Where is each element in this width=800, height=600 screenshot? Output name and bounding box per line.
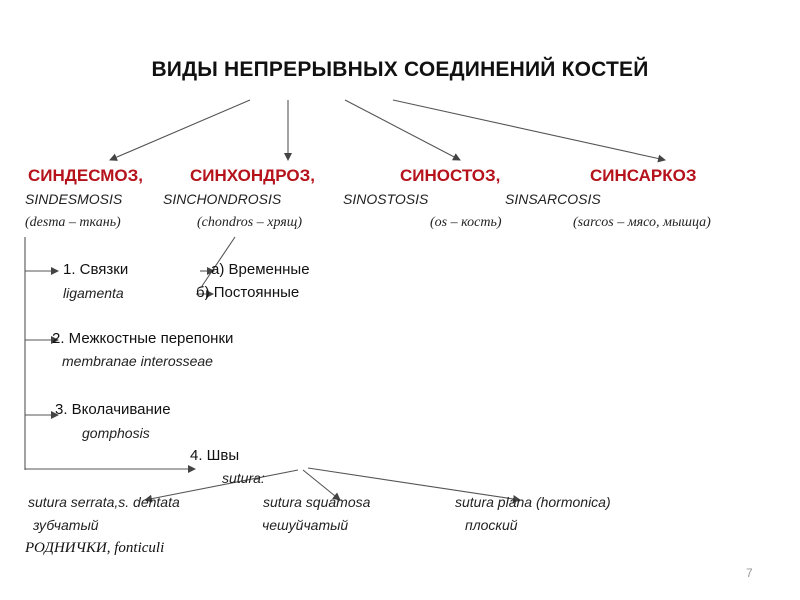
suture-serrata-latin: sutura serrata,s. dentata bbox=[28, 494, 180, 510]
arrow-to-plana bbox=[307, 467, 521, 503]
ligaments-latin: ligamenta bbox=[63, 285, 124, 301]
suture-squamosa-latin: sutura squamosa bbox=[263, 494, 371, 510]
type-latin-synchondrosis: SINCHONDROSIS bbox=[163, 191, 282, 207]
suture-serrata-ru: зубчатый bbox=[33, 517, 99, 533]
type-latin-syndesmosis: SINDESMOSIS bbox=[25, 191, 123, 207]
membranes-latin: membranae interosseae bbox=[62, 353, 213, 369]
synchondrosis-permanent: б) Постоянные bbox=[196, 284, 300, 301]
synchondrosis-temporary: а) Временные bbox=[211, 261, 310, 278]
synchondrosis-bracket bbox=[201, 236, 236, 287]
sutures-latin: sutura: bbox=[222, 470, 265, 486]
type-name-syndesmosis: СИНДЕСМОЗ, bbox=[28, 166, 144, 185]
type-gloss-synsarcosis: (sarcos – мясо, мышца) bbox=[573, 215, 711, 230]
type-gloss-synostosis: (os – кость) bbox=[430, 215, 502, 230]
fontanelles-label: РОДНИЧКИ, fonticuli bbox=[25, 540, 165, 556]
type-name-synsarcosis: СИНСАРКОЗ bbox=[590, 166, 697, 185]
ligaments-label: 1. Связки bbox=[63, 261, 129, 278]
suture-plana-latin: sutura plana (hormonica) bbox=[455, 494, 611, 510]
type-gloss-synchondrosis: (chondros – хрящ) bbox=[197, 215, 303, 230]
arrow-to-synostosis bbox=[344, 99, 461, 161]
type-latin-synostosis: SINOSTOSIS bbox=[343, 191, 429, 207]
suture-plana-ru: плоский bbox=[465, 517, 518, 533]
type-name-synostosis: СИНОСТОЗ, bbox=[400, 166, 501, 185]
gomphosis-latin: gomphosis bbox=[82, 425, 150, 441]
arrow-to-synsarcosis bbox=[392, 99, 666, 163]
page-number: 7 bbox=[746, 566, 753, 580]
type-name-synchondrosis: СИНХОНДРОЗ, bbox=[190, 166, 315, 185]
page-title: ВИДЫ НЕПРЕРЫВНЫХ СОЕДИНЕНИЙ КОСТЕЙ bbox=[151, 58, 649, 81]
arrow-to-serrata bbox=[144, 469, 299, 503]
gomphosis-label: 3. Вколачивание bbox=[55, 401, 171, 418]
membranes-label: 2. Межкостные перепонки bbox=[52, 330, 234, 347]
type-latin-synsarcosis: SINSARCOSIS bbox=[505, 191, 601, 207]
type-gloss-syndesmosis: (desma – ткань) bbox=[25, 215, 121, 230]
suture-squamosa-ru: чешуйчатый bbox=[262, 517, 349, 533]
sutures-label: 4. Швы bbox=[190, 447, 240, 464]
arrow-to-squamosa bbox=[302, 469, 341, 501]
arrow-to-syndesmosis bbox=[109, 99, 251, 161]
